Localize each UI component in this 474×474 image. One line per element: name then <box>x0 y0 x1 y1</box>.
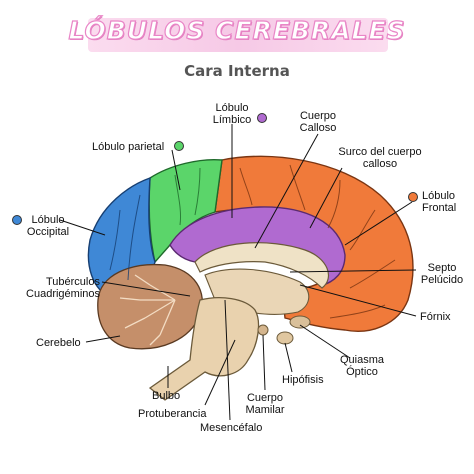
brainstem <box>148 297 260 401</box>
label-septo: Septo Pelúcido <box>414 262 470 286</box>
label-cuerpo-calloso-line2: Calloso <box>299 122 337 134</box>
label-hipofisis: Hipófisis <box>282 374 324 386</box>
label-tuberculos-line1: Tubérculos <box>45 276 100 288</box>
label-tuberculos: Tubérculos Cuadrigéminos <box>4 276 100 300</box>
leader-parietal <box>171 149 181 191</box>
leader-surco <box>309 167 343 229</box>
gyri-lines <box>239 164 396 319</box>
label-surco-line2: calloso <box>362 158 398 170</box>
leader-lines <box>59 124 417 421</box>
label-surco-line1: Surco del cuerpo <box>338 146 422 158</box>
label-septo-line2: Pelúcido <box>420 274 464 286</box>
leader-cuerpo-calloso <box>254 133 319 249</box>
page-title: LÓBULOS CEREBRALES <box>68 15 406 45</box>
leader-cuerpo-mamilar <box>262 334 266 391</box>
label-cuerpo-calloso-line1: Cuerpo <box>299 110 337 122</box>
label-frontal-line2: Frontal <box>422 202 457 214</box>
arbor-vitae <box>119 274 176 346</box>
leader-cerebelo <box>85 335 121 343</box>
label-cuerpo-calloso: Cuerpo Calloso <box>296 110 340 134</box>
label-surco: Surco del cuerpo calloso <box>330 146 430 170</box>
leader-frontal <box>344 201 413 246</box>
label-occipital-line1: Lóbulo <box>31 214 65 226</box>
title-band <box>88 18 388 52</box>
corpus-callosum <box>194 242 329 289</box>
label-quiasma-line1: Quiasma <box>339 354 385 366</box>
page-subtitle: Cara Interna <box>184 62 290 80</box>
label-quiasma: Quiasma Óptico <box>334 354 390 378</box>
label-cuerpo-mamilar-line2: Mamilar <box>245 404 285 416</box>
optic-chiasm <box>289 315 311 329</box>
label-limbico: Lóbulo Límbico <box>210 102 254 126</box>
leader-mesencefalo <box>224 299 231 421</box>
leader-quiasma <box>299 324 351 359</box>
label-frontal-line1: Lóbulo <box>422 190 456 202</box>
leader-septo <box>289 269 417 273</box>
occipital-lines <box>109 194 141 281</box>
pituitary <box>276 331 294 345</box>
limbico-color-dot <box>257 113 267 123</box>
leader-fornix <box>299 284 417 317</box>
label-fornix: Fórnix <box>420 311 451 323</box>
mammillary-body <box>257 324 269 336</box>
label-mesencefalo: Mesencéfalo <box>200 422 263 434</box>
label-protuberancia: Protuberancia <box>138 408 207 420</box>
leader-occipital <box>59 219 106 236</box>
label-parietal: Lóbulo parietal <box>92 141 165 153</box>
occipital-color-dot <box>12 215 22 225</box>
frontal-color-dot <box>408 192 418 202</box>
label-cuerpo-mamilar-line1: Cuerpo <box>246 392 284 404</box>
label-cuerpo-mamilar: Cuerpo Mamilar <box>240 392 290 416</box>
parietal-color-dot <box>174 141 184 151</box>
label-quiasma-line2: Óptico <box>346 366 378 378</box>
label-limbico-line1: Lóbulo <box>215 102 249 114</box>
label-limbico-line2: Límbico <box>212 114 252 126</box>
label-occipital: Lóbulo Occipital <box>22 214 74 238</box>
label-septo-line1: Septo <box>427 262 457 274</box>
label-tuberculos-line2: Cuadrigéminos <box>26 288 100 300</box>
leader-hipofisis <box>284 342 293 373</box>
label-frontal: Lóbulo Frontal <box>422 190 456 214</box>
leader-tuberculos <box>101 281 191 297</box>
parietal-lines <box>174 167 201 226</box>
label-cerebelo: Cerebelo <box>36 337 81 349</box>
leader-protuberancia <box>204 339 236 406</box>
label-bulbo: Bulbo <box>152 390 181 402</box>
label-occipital-line2: Occipital <box>26 226 70 238</box>
cerebellum <box>97 263 203 350</box>
